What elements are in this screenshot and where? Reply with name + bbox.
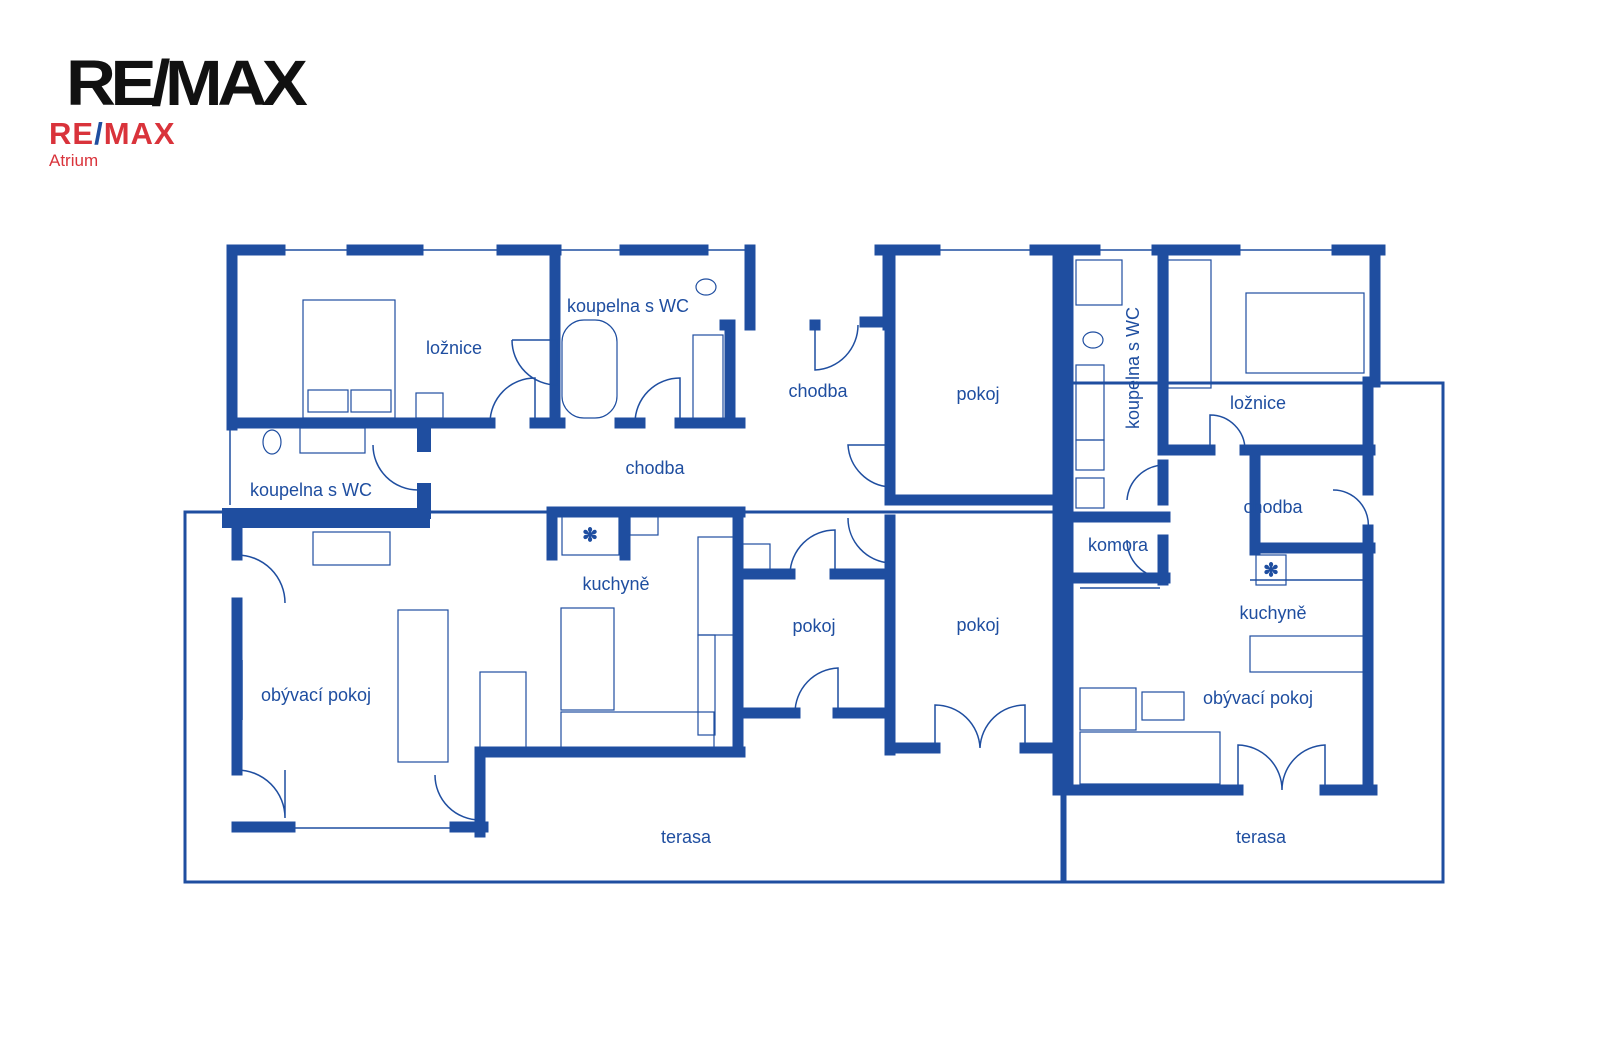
room-label-kuchyne: kuchyně [582, 574, 649, 594]
stove-icon-right: ✻ [1263, 560, 1278, 580]
bathtub [561, 319, 618, 419]
stove-icon: ✻ [582, 525, 597, 545]
furniture: ✻ ✻ [262, 259, 1368, 785]
room-label-terasa: terasa [1236, 827, 1287, 847]
sofa-left [397, 609, 449, 763]
remax-sub-logo: RE/MAX [49, 116, 176, 152]
bed-left [302, 299, 396, 419]
room-label-chodba: chodba [788, 381, 848, 401]
room-label-kuchyne: kuchyně [1239, 603, 1306, 623]
sofa-right [1079, 731, 1221, 785]
room-label-obyvaci-pokoj: obývací pokoj [1203, 688, 1313, 708]
room-label-terasa: terasa [661, 827, 712, 847]
room-label-loznice: ložnice [426, 338, 482, 358]
room-label-loznice: ložnice [1230, 393, 1286, 413]
bed-right [1245, 292, 1365, 374]
room-labels: ložnice koupelna s WC chodba pokoj koupe… [250, 296, 1313, 847]
toilet-icon [695, 278, 717, 296]
remax-logo: RE/MAX [66, 47, 308, 119]
doors [236, 324, 1370, 821]
room-label-koupelna: koupelna s WC [250, 480, 372, 500]
room-label-chodba: chodba [625, 458, 685, 478]
office-name: Atrium [49, 151, 99, 170]
walls [222, 244, 1386, 838]
sub-logo-re: RE [49, 116, 95, 151]
room-label-koupelna: koupelna s WC [567, 296, 689, 316]
room-label-komora: komora [1088, 535, 1149, 555]
sub-logo-max: MAX [103, 116, 176, 151]
room-label-chodba: chodba [1243, 497, 1303, 517]
room-label-obyvaci-pokoj: obývací pokoj [261, 685, 371, 705]
room-label-pokoj: pokoj [956, 615, 999, 635]
room-label-pokoj: pokoj [792, 616, 835, 636]
room-label-pokoj: pokoj [956, 384, 999, 404]
windows [229, 249, 1371, 829]
sub-logo-slash: / [94, 116, 104, 151]
room-label-koupelna: koupelna s WC [1123, 307, 1143, 429]
